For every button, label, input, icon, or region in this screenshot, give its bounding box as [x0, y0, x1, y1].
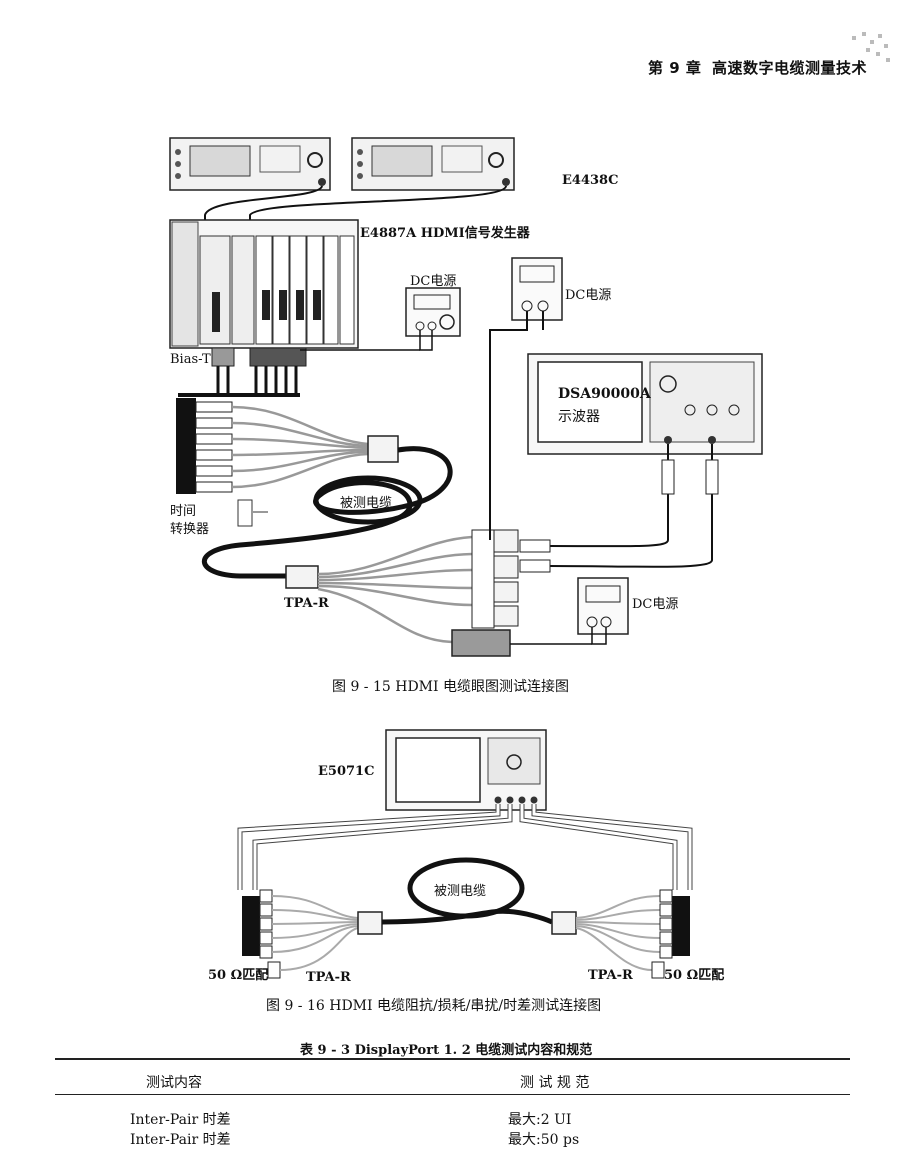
- dc-power-supply-2: [511, 257, 563, 321]
- figure-hdmi-eye-diagram: [169, 137, 763, 657]
- dc-power-supply-3: [577, 577, 629, 635]
- label-50-ohm-match-right: 50 Ω匹配: [664, 968, 725, 983]
- table-row-1-content: Inter-Pair 时差: [130, 1112, 231, 1128]
- network-analyzer-e5071c: [385, 729, 547, 811]
- figure2-caption: 图 9 - 16 HDMI 电缆阻抗/损耗/串扰/时差测试连接图: [266, 998, 602, 1014]
- chapter-number: 第 9 章: [648, 59, 702, 77]
- right-connector-stack: [651, 889, 690, 979]
- label-50-ohm-match-left: 50 Ω匹配: [208, 968, 269, 983]
- label-dc-power-3: DC电源: [632, 597, 679, 612]
- left-connector-stack: [242, 889, 281, 979]
- table-row-1-spec: 最大:2 UI: [508, 1112, 572, 1128]
- hdmi-signal-generator-chassis: [169, 219, 359, 349]
- label-dc-power-1: DC电源: [410, 274, 457, 289]
- table-row-2-content: Inter-Pair 时差: [130, 1132, 231, 1148]
- chapter-title: 高速数字电缆测量技术: [712, 59, 868, 77]
- label-cable-under-test-1: 被测电缆: [340, 496, 393, 511]
- table-header-spec: 测 试 规 范: [520, 1075, 590, 1091]
- signal-source-left: [169, 137, 331, 191]
- table-top-rule: [55, 1058, 850, 1060]
- label-tpa-r-left: TPA-R: [306, 970, 351, 985]
- input-connectors-left: [176, 398, 233, 494]
- label-cable-under-test-2: 被测电缆: [434, 884, 487, 899]
- table-header-content: 测试内容: [146, 1075, 202, 1091]
- label-tpa-r-right: TPA-R: [588, 968, 633, 983]
- label-e5071c: E5071C: [318, 764, 375, 779]
- label-bias-t: Bias-T: [170, 352, 211, 367]
- label-tpa-r-1: TPA-R: [284, 596, 329, 611]
- table-header-rule: [55, 1094, 850, 1095]
- label-dc-power-2: DC电源: [565, 288, 612, 303]
- label-dsa-name: DSA90000A: [558, 386, 651, 402]
- dc-power-supply-1: [405, 287, 461, 337]
- label-time-converter-1: 时间: [170, 504, 197, 519]
- tpa-r-connector-stack: [451, 529, 519, 657]
- table-row-2-spec: 最大:50 ps: [508, 1132, 580, 1148]
- dsa-oscilloscope: [527, 353, 763, 455]
- label-dsa-type: 示波器: [558, 409, 600, 425]
- label-time-converter-2: 转换器: [170, 522, 210, 537]
- label-e4438c: E4438C: [562, 173, 619, 188]
- signal-source-e4438c: [351, 137, 515, 191]
- label-e4887a: E4887A HDMI信号发生器: [360, 226, 530, 241]
- table-title: 表 9 - 3 DisplayPort 1. 2 电缆测试内容和规范: [300, 1043, 593, 1058]
- figure1-caption: 图 9 - 15 HDMI 电缆眼图测试连接图: [332, 679, 570, 695]
- figure-hdmi-impedance-test: [237, 729, 693, 979]
- corner-decoration: [848, 30, 894, 76]
